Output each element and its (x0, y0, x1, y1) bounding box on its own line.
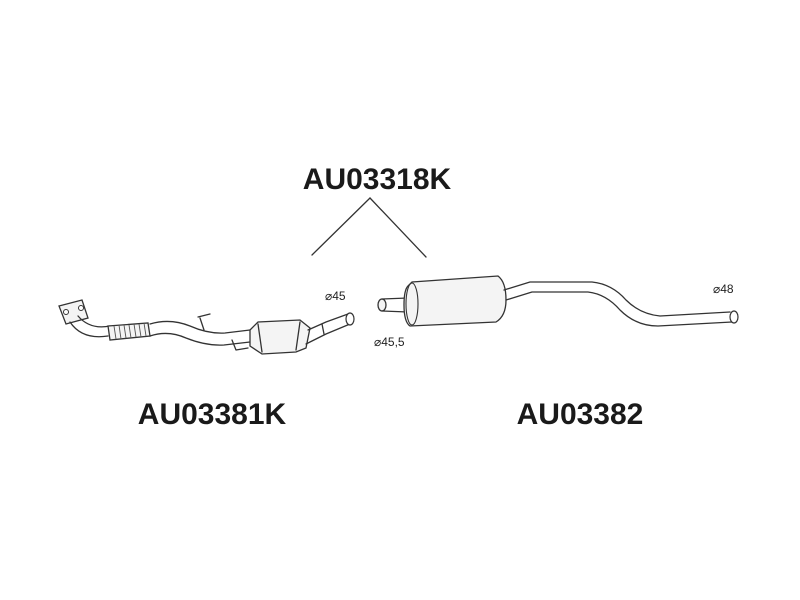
rear-section-label: AU03382 (517, 398, 644, 431)
middle-inlet-dimension: ⌀45,5 (374, 335, 405, 349)
front-pipe-catalytic-converter (58, 299, 355, 355)
front-outlet-dimension: ⌀45 (325, 289, 346, 303)
front-section-label: AU03381K (138, 398, 287, 431)
middle-silencer-tail-pipe (377, 275, 739, 327)
rear-outlet-dimension: ⌀48 (713, 282, 734, 296)
kit-label: AU03318K (303, 163, 452, 196)
kit-connector-lines (311, 197, 427, 258)
